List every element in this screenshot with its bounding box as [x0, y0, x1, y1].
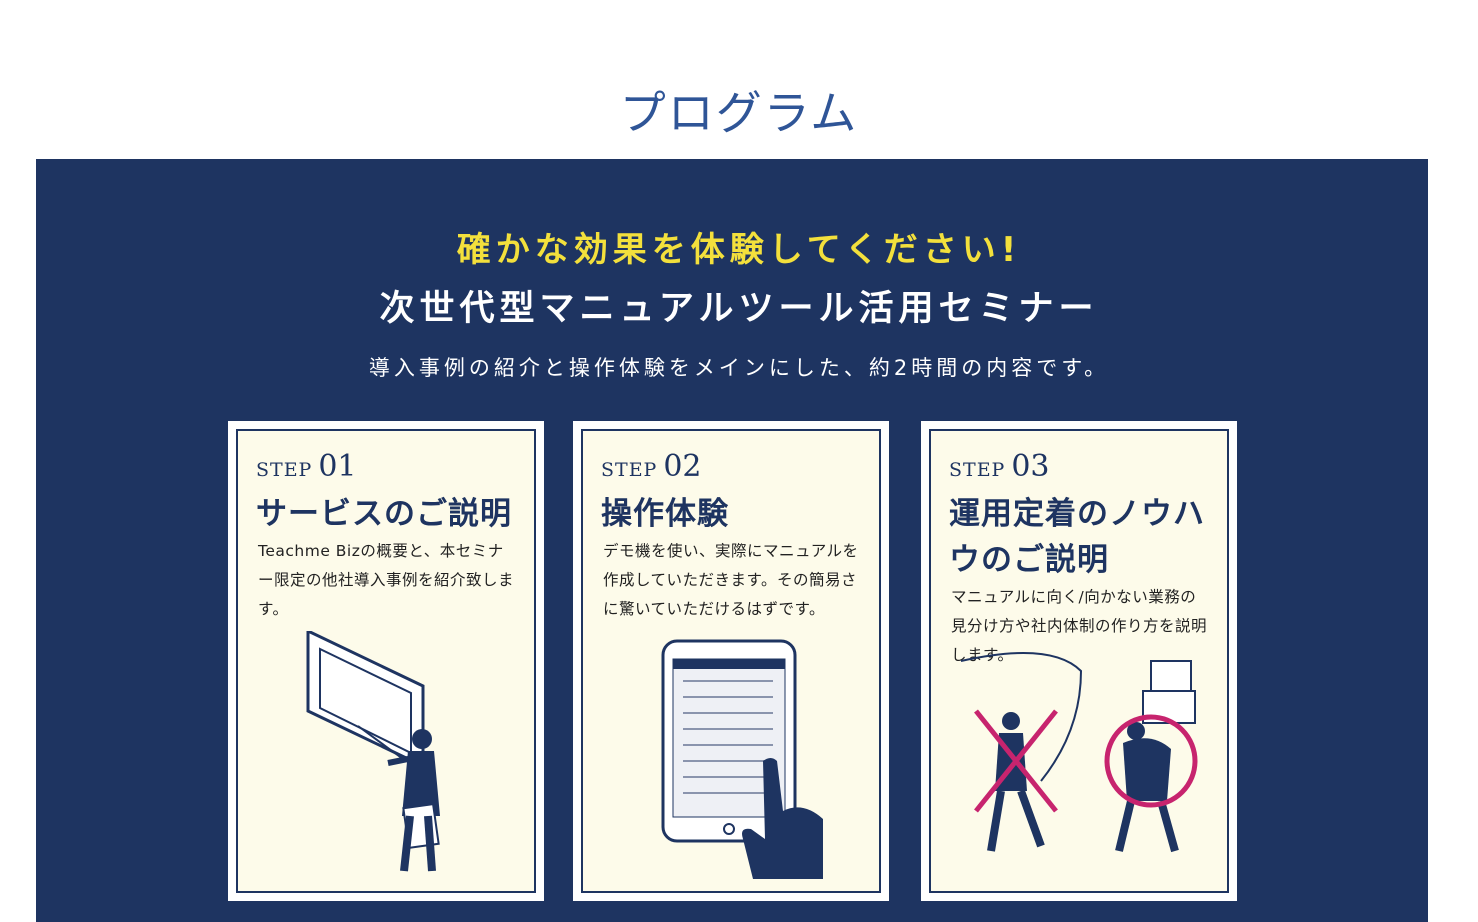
step-title: 運用定着のノウハウのご説明 [949, 496, 1205, 578]
step-label: STEP [256, 459, 313, 481]
banner-catch-copy: 確かな効果を体験してください! [456, 230, 1022, 270]
step-num: 03 [1011, 449, 1050, 484]
banner-headline: 次世代型マニュアルツール活用セミナー [379, 289, 1099, 329]
tablet-illustration [661, 639, 823, 879]
presenter-illustration [306, 631, 440, 872]
step-num: 01 [318, 449, 357, 484]
step-label: STEP [949, 459, 1006, 481]
page-title: プログラム [619, 85, 859, 140]
step-title: 操作体験 [601, 496, 729, 532]
step-label: STEP [601, 459, 658, 481]
step-description: Teachme Bizの概要と、本セミナー限定の他社導入事例を紹介致します。 [258, 542, 515, 618]
suitable-unsuitable-illustration [960, 652, 1198, 853]
step-description: マニュアルに向く/向かない業務の見分け方や社内体制の作り方を説明します。 [951, 588, 1208, 664]
banner-lead: 導入事例の紹介と操作体験をメインにした、約2時間の内容です。 [368, 356, 1110, 380]
step-description: デモ機を使い、実際にマニュアルを作成していただきます。その簡易さに驚いていただけ… [603, 542, 859, 618]
step-num: 02 [663, 449, 702, 484]
step-title: サービスのご説明 [256, 496, 512, 532]
